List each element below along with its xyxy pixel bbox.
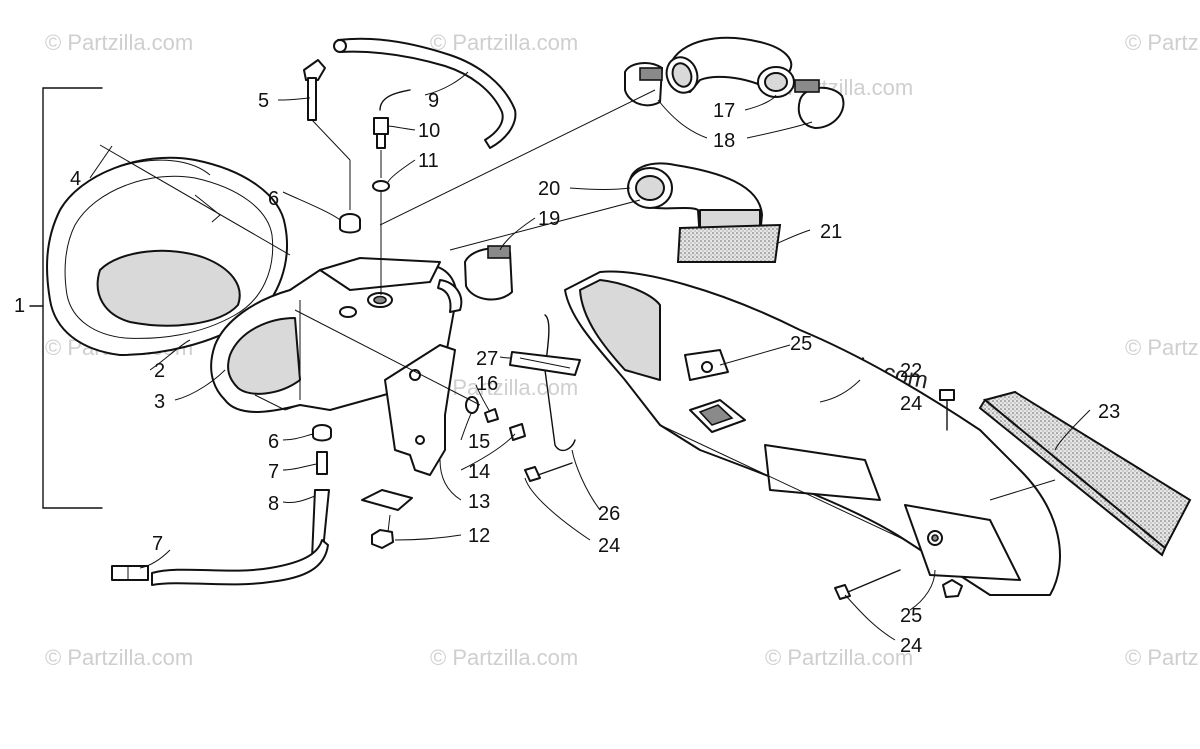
watermark: © Partzilla.com	[1125, 30, 1200, 55]
callout-20: 20	[538, 178, 560, 200]
watermark: © Partzilla.com	[430, 30, 578, 55]
callout-15: 15	[468, 431, 490, 453]
leader-lines	[89, 71, 1091, 641]
callout-25: 25	[790, 333, 812, 355]
callout-7: 7	[268, 461, 279, 483]
callout-22: 22	[900, 360, 922, 382]
watermark: © Partzilla.com	[430, 645, 578, 670]
watermark: © Partzilla.com	[1125, 645, 1200, 670]
callout-3: 3	[154, 391, 165, 413]
callout-25b: 25	[900, 605, 922, 627]
intake-duct	[564, 270, 1061, 596]
callout-6b: 6	[268, 431, 279, 453]
callout-10: 10	[418, 120, 440, 142]
callout-27: 27	[476, 348, 498, 370]
callout-8: 8	[268, 493, 279, 515]
fasteners	[465, 389, 963, 600]
callout-4: 4	[70, 168, 81, 190]
bolt-grommet	[303, 59, 361, 234]
callout-19: 19	[538, 208, 560, 230]
watermark: © Partzilla.com	[45, 645, 193, 670]
callout-numbers: 1 2 3 4 5 6 6 7 7 8 9 10 11 12 13 14 15 …	[14, 90, 1120, 657]
callout-24b: 24	[598, 535, 620, 557]
watermark: © Partzilla.com	[765, 645, 913, 670]
callout-2: 2	[154, 360, 165, 382]
callout-24: 24	[900, 393, 922, 415]
callout-6: 6	[268, 188, 279, 210]
mounting-bracket	[384, 344, 456, 476]
callout-1: 1	[14, 295, 25, 317]
silencer-cover	[46, 156, 288, 356]
callout-16: 16	[476, 373, 498, 395]
callout-13: 13	[468, 491, 490, 513]
vent-hose	[333, 37, 517, 149]
elbow-duct-20	[464, 162, 782, 301]
callout-21: 21	[820, 221, 842, 243]
callout-26: 26	[598, 503, 620, 525]
foam-filter	[978, 390, 1192, 557]
callout-24c: 24	[900, 635, 922, 657]
elbow-duct-17	[624, 36, 845, 129]
callout-11: 11	[418, 150, 439, 172]
support-rod	[509, 314, 581, 452]
callout-5: 5	[258, 90, 269, 112]
callout-17: 17	[713, 100, 735, 122]
watermark: © Partzilla.com	[430, 375, 578, 400]
callout-23: 23	[1098, 401, 1120, 423]
grommet-nut	[361, 489, 413, 549]
callout-18: 18	[713, 130, 735, 152]
callout-14: 14	[468, 461, 490, 483]
watermark: © Partzilla.com	[1125, 335, 1200, 360]
callout-9: 9	[428, 90, 439, 112]
assembly-bracket	[29, 87, 103, 509]
watermark: © Partzilla.com	[45, 30, 193, 55]
callout-7b: 7	[152, 533, 163, 555]
drain-fittings	[111, 424, 332, 586]
callout-12: 12	[468, 525, 490, 547]
